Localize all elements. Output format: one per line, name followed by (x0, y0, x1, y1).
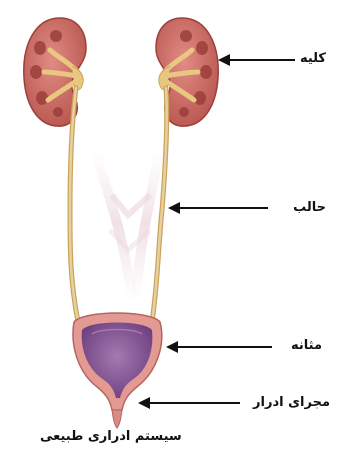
diagram-caption: سیستم ادراری طبیعی (40, 429, 182, 444)
left-kidney (24, 18, 86, 126)
arrow-ureter (168, 202, 268, 214)
label-kidney: کلیه (300, 51, 326, 66)
bladder (73, 313, 162, 410)
label-urethra: مجرای ادرار (253, 395, 330, 410)
arrow-kidney (218, 54, 295, 66)
background-vessels (95, 150, 160, 300)
label-ureter: حالب (293, 200, 326, 215)
urethra (112, 410, 122, 428)
arrow-bladder (166, 341, 272, 353)
label-bladder: مثانه (291, 338, 322, 353)
arrow-urethra (138, 397, 240, 409)
